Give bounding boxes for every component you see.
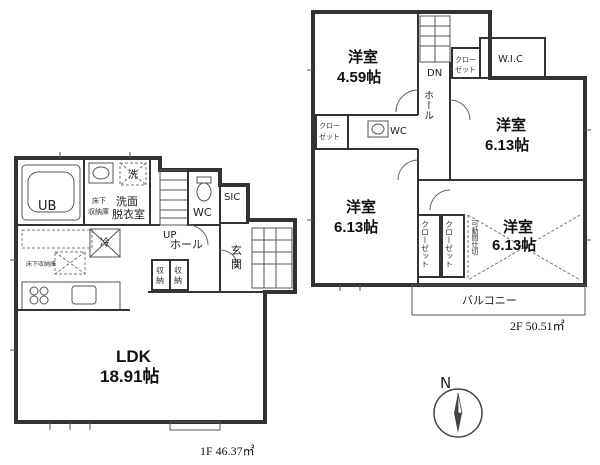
fridge-label: 冷 <box>100 236 110 249</box>
room4-name: 洋室 <box>503 218 533 236</box>
dn-label: DN <box>427 68 442 79</box>
ldk-name: LDK <box>116 347 152 366</box>
closet-1f-b-label-2: 納 <box>174 275 182 285</box>
floor-2-plan <box>307 10 591 316</box>
washroom-label-2: 脱衣室 <box>112 207 145 221</box>
ldk-size: 18.91帖 <box>100 366 160 386</box>
sic-label: SIC <box>224 192 240 203</box>
room2-name: 洋室 <box>496 116 526 134</box>
floor-1-plan <box>10 152 297 431</box>
room4-size: 6.13帖 <box>492 236 536 254</box>
wic-label: W.I.C <box>498 54 523 65</box>
compass-label: N <box>440 374 451 392</box>
compass-north-icon <box>433 388 483 438</box>
closet-a-label-1: クロー <box>319 122 340 130</box>
hall-1f-label: ホール <box>170 238 203 251</box>
closet-1f-a-label-1: 収 <box>156 265 164 275</box>
closet-1f-b-label-1: 収 <box>174 265 182 275</box>
floor-storage-label: 床下収納庫 <box>26 260 56 268</box>
closet-a-label-2: ゼット <box>319 132 340 141</box>
closet-1f-a-label-2: 納 <box>156 275 164 285</box>
wc-2f-label: WC <box>390 126 407 137</box>
room3-name: 洋室 <box>346 198 376 216</box>
wc-1f-label: WC <box>193 206 212 219</box>
closet-d-label: クローゼット <box>445 220 454 268</box>
washroom-label-1: 洗面 <box>116 195 138 208</box>
ub-label: UB <box>38 199 56 214</box>
room1-size: 4.59帖 <box>337 68 381 86</box>
room1-name: 洋室 <box>348 48 378 66</box>
laundry-label: 洗 <box>128 169 138 181</box>
genkan-label-2: 関 <box>231 258 242 271</box>
closet-c-label: クローゼット <box>421 220 430 268</box>
closet-b-label-2: ゼット <box>455 65 476 74</box>
hall-2f-label: ホール <box>422 90 434 120</box>
balcony-label: バルコニー <box>462 294 517 307</box>
closet-b-label-1: クロー <box>455 56 476 64</box>
storage-label-1: 床下 <box>92 196 106 205</box>
room3-size: 6.13帖 <box>334 218 378 236</box>
room2-size: 6.13帖 <box>485 136 529 154</box>
floor-1-area: 1F 46.37㎡ <box>200 444 255 458</box>
genkan-label-1: 玄 <box>231 243 242 257</box>
movable-partition-label: 可動間仕切 <box>471 220 479 256</box>
storage-label-2: 収納庫 <box>88 207 109 216</box>
up-label: UP <box>163 230 176 241</box>
floor-2-area: 2F 50.51㎡ <box>510 319 565 333</box>
